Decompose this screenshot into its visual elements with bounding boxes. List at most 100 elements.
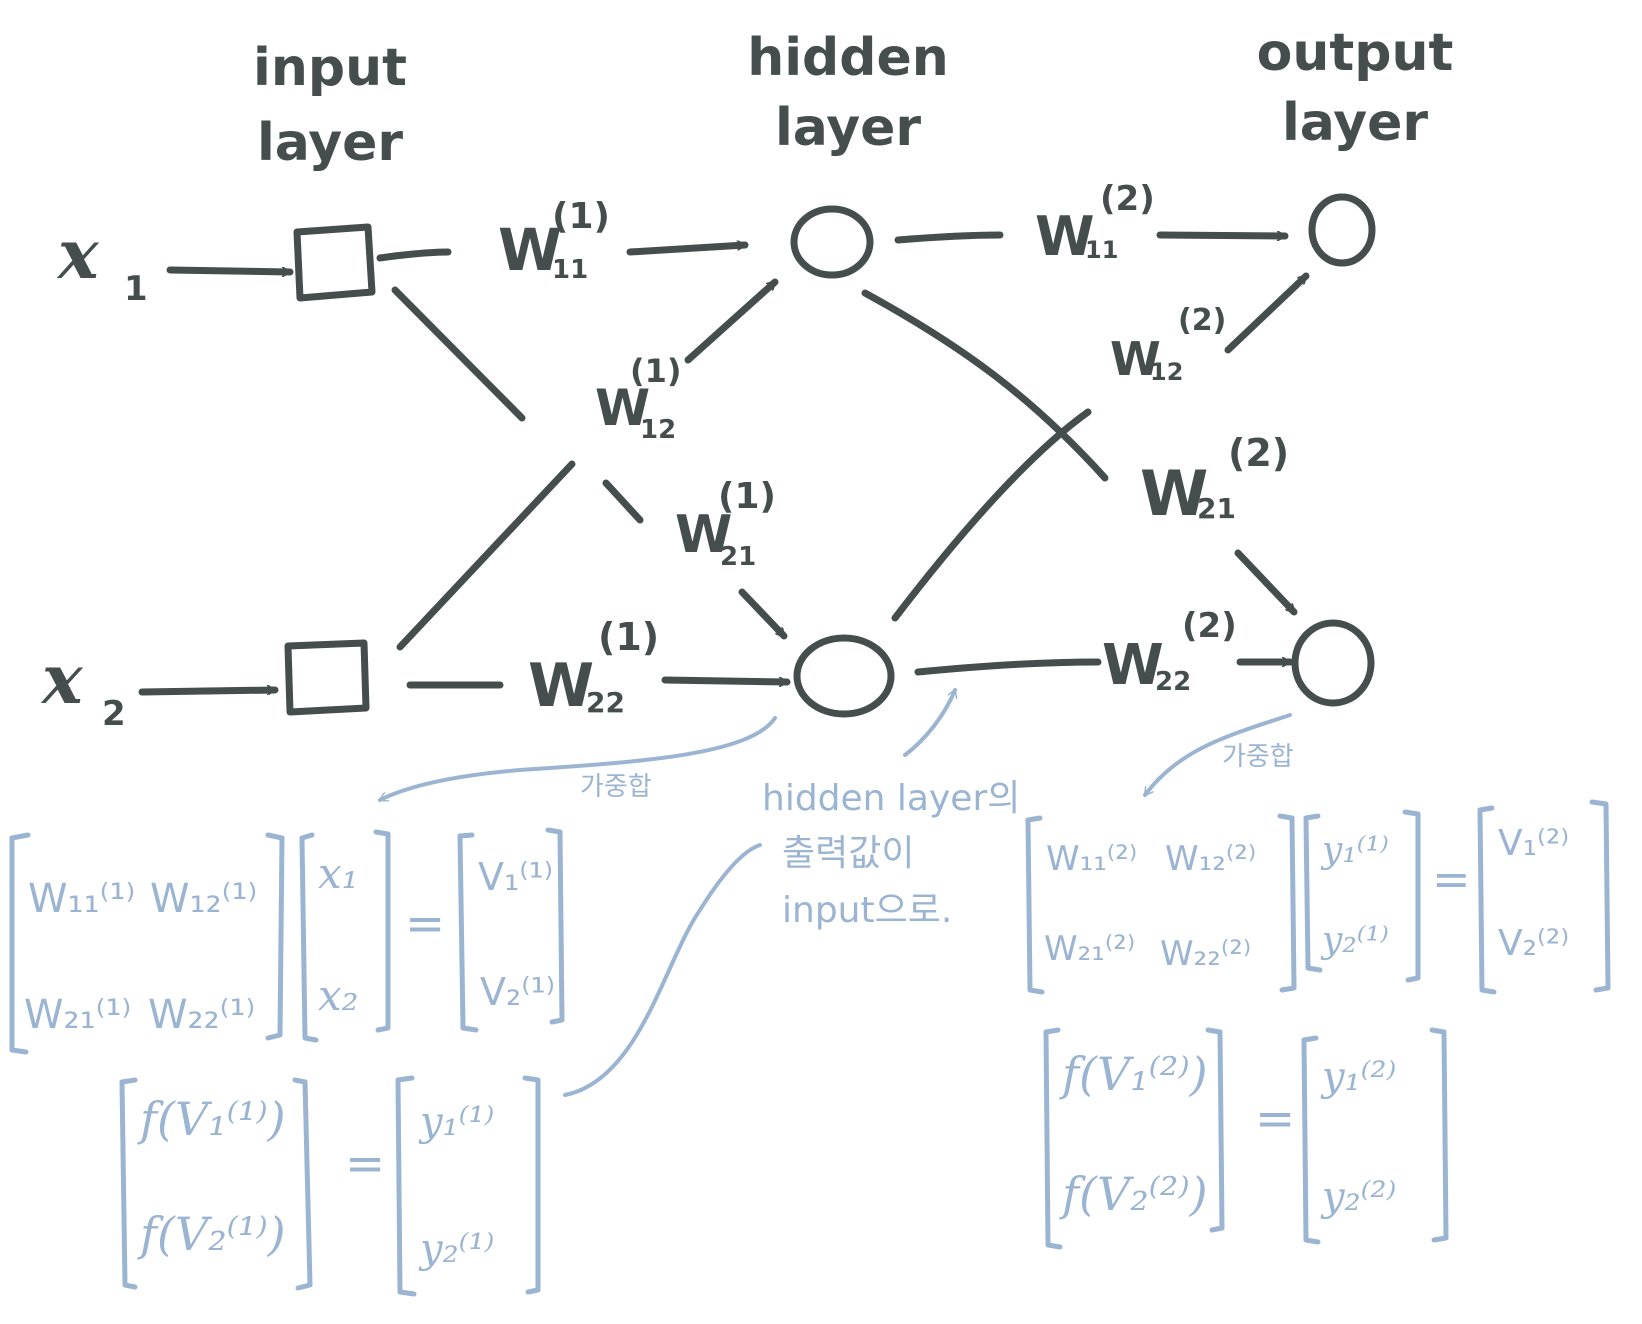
eq2-rhs-right-bracket [522, 1075, 541, 1295]
hidden-note-line3: input으로. [782, 890, 952, 931]
weighted-sum-arrow-output [1143, 713, 1292, 797]
hidden-layer-note: hidden layer의 출력값이 input으로. [762, 778, 1020, 931]
edge-hidden1-to-output2-arrow [1234, 549, 1298, 616]
hidden-output-arrow [903, 688, 955, 757]
output-node-1 [1308, 193, 1376, 267]
eq1-m11: W₁₁⁽¹⁾ [28, 876, 135, 922]
weight-w11-1-base: W [498, 216, 562, 284]
weight-w22-2-sub: 22 [1155, 667, 1191, 697]
edge-input2-to-hidden1-a [396, 460, 576, 651]
eq4-equals: = [1255, 1091, 1295, 1147]
weight-w22-1-sup: (1) [598, 615, 659, 659]
eq1-v2: x₂ [318, 971, 359, 1020]
weight-label-w11-1: W 11 (1) [498, 196, 610, 285]
weight-label-w21-2: W 21 (2) [1140, 431, 1289, 530]
eq4-lhs1: f(V₁⁽²⁾) [1059, 1047, 1208, 1101]
edge-input1-to-hidden2-a [391, 286, 526, 422]
eq1-v1: x₁ [318, 849, 359, 898]
eq4-rhs-right-bracket [1429, 1027, 1449, 1243]
eq2-rhs-left-bracket [395, 1075, 417, 1297]
eq3-v2: y₂⁽¹⁾ [1320, 920, 1389, 961]
eq1-vector-left-bracket [299, 832, 319, 1043]
input-node-2 [284, 639, 370, 716]
equation-2: f(V₁⁽¹⁾) f(V₂⁽¹⁾) = y₁⁽¹⁾ y₂⁽¹⁾ [119, 1075, 541, 1297]
weight-w12-1-sub: 12 [640, 415, 676, 445]
eq3-m22: W₂₂⁽²⁾ [1160, 934, 1251, 974]
eq1-result-left-bracket [457, 832, 479, 1033]
eq3-matrix-right-bracket [1277, 813, 1297, 993]
hidden-note-line1: hidden layer의 [762, 778, 1020, 819]
eq3-m21: W₂₁⁽²⁾ [1044, 929, 1135, 969]
hidden-layer-title-line2: layer [775, 98, 921, 158]
output-layer-title-line1: output [1257, 23, 1454, 83]
eq1-result-right-bracket [545, 827, 565, 1025]
weight-label-w21-1: W 21 (1) [675, 476, 776, 572]
edge-input2-to-hidden1-b [684, 278, 779, 364]
input-x2-base: x [40, 640, 84, 720]
input-layer-title-line1: input [253, 38, 407, 98]
hidden-layer-title-line1: hidden [747, 28, 949, 88]
weight-w11-1-sup: (1) [552, 196, 610, 237]
edge-input1-to-hidden2-b [602, 479, 644, 524]
edge-input1-to-hidden2-arrow [738, 588, 788, 640]
weight-label-w22-1: W 22 (1) [528, 615, 659, 721]
eq2-lhs-left-bracket [119, 1077, 138, 1290]
hidden-output-link [563, 843, 762, 1097]
eq1-matrix-right-bracket [265, 832, 285, 1041]
weight-w21-1-sub: 21 [720, 542, 756, 572]
edge-hidden2-to-output1-a [891, 408, 1092, 622]
eq3-equals: = [1432, 852, 1471, 906]
eq1-m12: W₁₂⁽¹⁾ [150, 876, 257, 922]
eq4-lhs-left-bracket [1043, 1027, 1063, 1250]
input-x1-sub: 1 [124, 269, 148, 309]
eq3-vector-left-bracket [1303, 813, 1323, 973]
weight-label-w22-2: W 22 (2) [1102, 606, 1237, 698]
weighted-sum-arrow-hidden [378, 716, 777, 802]
weight-w22-1-sub: 22 [586, 686, 625, 719]
edge-hidden2-to-output1-b [1224, 272, 1310, 354]
input-layer-title: input layer [253, 38, 407, 173]
input-x1-label: x 1 [56, 215, 148, 309]
hidden-note-line2: 출력값이 [782, 833, 914, 874]
eq4-rhs2: y₂⁽²⁾ [1320, 1174, 1396, 1220]
input-node-1 [293, 223, 376, 302]
edge-w22-2-left [914, 658, 1102, 676]
eq3-result-right-bracket [1589, 799, 1611, 993]
edge-w11-1-right [626, 245, 749, 256]
eq3-matrix-left-bracket [1025, 815, 1045, 995]
input-x2-label: x 2 [40, 640, 126, 734]
eq3-m12: W₁₂⁽²⁾ [1165, 839, 1256, 879]
eq3-v1: y₁⁽¹⁾ [1320, 830, 1389, 871]
weight-w21-1-sup: (1) [718, 476, 776, 517]
input-x2-sub: 2 [102, 694, 126, 734]
weight-w12-2-sub: 12 [1150, 358, 1183, 386]
eq1-matrix-left-bracket [9, 832, 31, 1055]
output-node-2 [1291, 619, 1375, 707]
eq2-lhs2: f(V₂⁽¹⁾) [137, 1207, 286, 1261]
weighted-sum-note-output: 가중합 [1222, 742, 1294, 772]
eq2-rhs1: y₁⁽¹⁾ [418, 1099, 494, 1145]
weight-w22-2-sup: (2) [1182, 606, 1237, 646]
weight-label-w12-1: W 12 (1) [595, 352, 682, 445]
eq1-m22: W₂₂⁽¹⁾ [148, 992, 255, 1038]
eq4-lhs2: f(V₂⁽²⁾) [1059, 1167, 1208, 1221]
eq3-m11: W₁₁⁽²⁾ [1046, 839, 1137, 879]
output-layer-title-line2: layer [1282, 93, 1428, 153]
eq4-rhs1: y₁⁽²⁾ [1320, 1054, 1396, 1100]
weight-w21-2-base: W [1140, 457, 1208, 530]
edge-hidden1-to-output2-a [861, 289, 1109, 482]
input-layer-title-line2: layer [257, 113, 403, 173]
edge-w11-1-left [376, 248, 452, 262]
weight-w21-2-sub: 21 [1197, 492, 1236, 525]
weight-w12-1-sup: (1) [630, 352, 682, 390]
equation-3: W₁₁⁽²⁾ W₁₂⁽²⁾ W₂₁⁽²⁾ W₂₂⁽²⁾ y₁⁽¹⁾ y₂⁽¹⁾ … [1025, 799, 1611, 995]
edge-w11-2-right [1156, 235, 1289, 236]
edge-w22-1-right [661, 676, 791, 682]
weight-w11-2-base: W [1035, 205, 1095, 268]
weight-w12-2-sup: (2) [1178, 303, 1226, 338]
equation-1: W₁₁⁽¹⁾ W₁₂⁽¹⁾ W₂₁⁽¹⁾ W₂₂⁽¹⁾ x₁ x₂ = V₁⁽¹… [9, 827, 565, 1055]
eq3-vector-right-bracket [1402, 809, 1421, 983]
eq3-result-left-bracket [1477, 805, 1497, 995]
weight-w21-1-base: W [675, 505, 732, 565]
arrow-x1-to-input1 [166, 266, 294, 272]
